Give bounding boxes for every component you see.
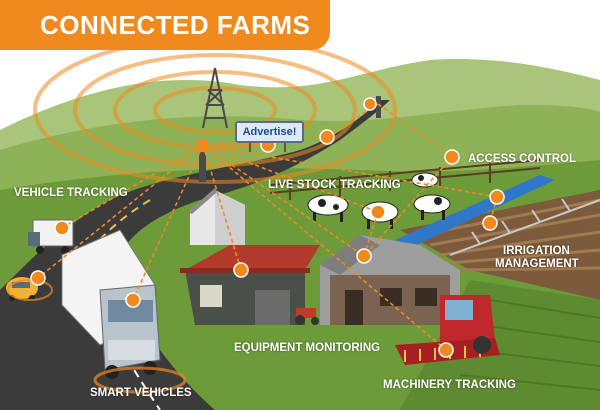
billboard: Advertise! bbox=[235, 121, 304, 143]
node-smart-vehicles bbox=[125, 292, 141, 308]
tractor-icon bbox=[295, 308, 319, 325]
sprinkler-icon bbox=[449, 198, 600, 256]
harvester-icon bbox=[395, 295, 500, 365]
node-road bbox=[319, 129, 335, 145]
crop-rows bbox=[419, 198, 600, 272]
label-smart-vehicles: SMART VEHICLES bbox=[90, 387, 192, 399]
smart-vehicle-ring bbox=[93, 366, 187, 394]
node-machinery bbox=[438, 342, 454, 358]
shed bbox=[188, 188, 245, 245]
page-title: CONNECTED FARMS bbox=[40, 10, 311, 40]
node-house bbox=[233, 262, 249, 278]
access-sensor-pole bbox=[376, 96, 381, 118]
lower-field bbox=[400, 280, 600, 410]
node-access-sensor bbox=[363, 97, 377, 111]
truck-icon bbox=[61, 229, 161, 379]
irrigation-channel bbox=[395, 175, 555, 248]
label-vehicle-tracking: VEHICLE TRACKING bbox=[14, 187, 128, 199]
node-access-control bbox=[444, 149, 460, 165]
node-irrigation-channel bbox=[489, 189, 505, 205]
node-barn bbox=[356, 248, 372, 264]
label-live-stock-tracking: LIVE STOCK TRACKING bbox=[268, 179, 401, 191]
node-vehicle-tracking bbox=[54, 220, 70, 236]
connection-lines bbox=[37, 103, 498, 351]
node-irrigation bbox=[482, 215, 498, 231]
node-livestock bbox=[370, 204, 386, 220]
label-equipment-monitoring: EQUIPMENT MONITORING bbox=[234, 342, 381, 354]
sensor-nodes bbox=[30, 97, 505, 358]
car-ring bbox=[7, 279, 53, 301]
label-irrigation: IRRIGATION bbox=[503, 245, 570, 257]
gateway-pole bbox=[199, 140, 206, 182]
label-access-control: ACCESS CONTROL bbox=[468, 153, 576, 165]
gray-barn bbox=[320, 235, 460, 325]
label-machinery-tracking: MACHINERY TRACKING bbox=[383, 379, 516, 391]
cell-tower-icon bbox=[202, 67, 228, 129]
node-car bbox=[30, 270, 46, 286]
title-banner: CONNECTED FARMS bbox=[0, 0, 330, 50]
label-management: MANAGEMENT bbox=[495, 258, 579, 270]
